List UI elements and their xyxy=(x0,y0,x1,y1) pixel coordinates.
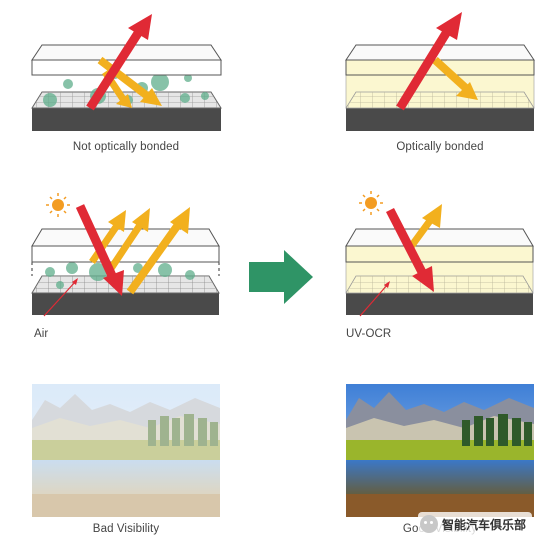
sun-icon xyxy=(359,191,383,215)
wechat-logo-icon xyxy=(420,515,438,533)
base-plate xyxy=(32,108,221,131)
landscape-good-image xyxy=(346,384,534,517)
top-right-stack xyxy=(345,12,535,131)
transition-arrow-icon xyxy=(249,250,313,304)
label-uv-ocr: UV-OCR xyxy=(346,328,392,340)
mid-right-stack xyxy=(345,191,534,317)
mid-left-stack xyxy=(31,193,220,317)
caption-bad-visibility: Bad Visibility xyxy=(92,523,160,535)
sun-icon xyxy=(46,193,70,217)
red-arrow xyxy=(86,27,144,111)
caption-bonded: Optically bonded xyxy=(396,141,484,153)
watermark-text: 智能汽车俱乐部 xyxy=(442,517,527,532)
landscape-bad-image xyxy=(32,384,220,517)
top-left-stack xyxy=(31,14,222,131)
label-air: Air xyxy=(34,328,49,340)
caption-not-bonded: Not optically bonded xyxy=(72,141,180,153)
watermark: 智能汽车俱乐部 xyxy=(418,512,533,536)
cover-glass-front xyxy=(31,59,222,76)
